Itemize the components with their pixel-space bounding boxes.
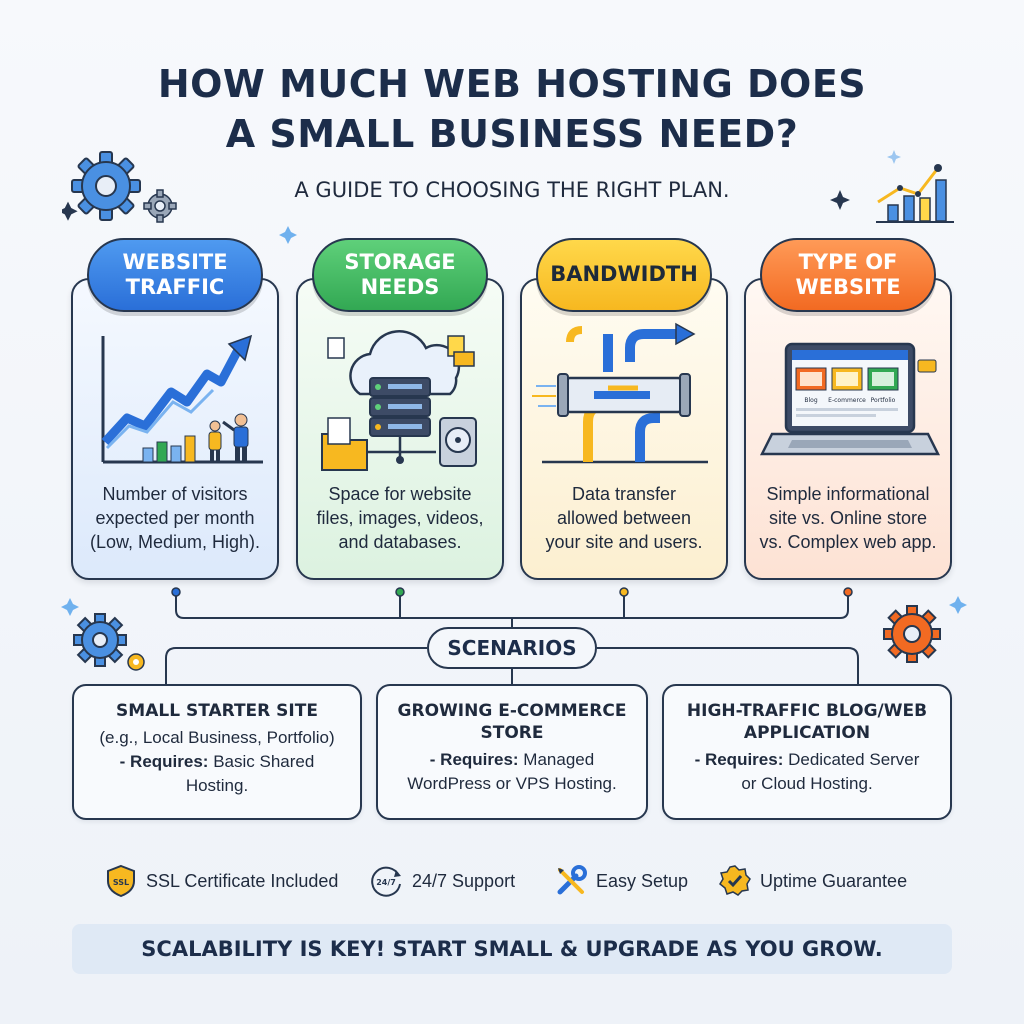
feature-ssl: SSL SSL Certificate Included: [104, 864, 338, 898]
mockup-tab-portfolio: Portfolio: [871, 397, 896, 404]
feature-uptime-label: Uptime Guarantee: [760, 870, 908, 891]
traffic-growth-icon: [101, 334, 263, 464]
uptime-badge-icon: [719, 865, 751, 896]
gears-icon: [62, 151, 177, 223]
footer-banner: SCALABILITY IS KEY! START SMALL & UPGRAD…: [72, 924, 952, 974]
factor-card-bandwidth: [520, 278, 728, 580]
mockup-tab-blog: Blog: [804, 397, 817, 404]
ssl-shield-icon: SSL: [107, 864, 135, 898]
feature-setup: Easy Setup: [554, 864, 688, 898]
data-pipes-icon: [532, 322, 708, 464]
scenario-card-starter: SMALL STARTER SITE (e.g., Local Business…: [72, 684, 362, 820]
growth-chart-icon: [830, 150, 954, 223]
feature-support: 24/7 24/7 Support: [370, 864, 515, 898]
svg-text:24/7: 24/7: [376, 878, 396, 887]
gear-icon-right: [883, 605, 941, 663]
page-title-line2: A SMALL BUSINESS NEED?: [225, 112, 799, 156]
mockup-tab-ecommerce: E-commerce: [828, 397, 866, 404]
laptop-website-icon: Blog E-commerce Portfolio: [759, 342, 941, 456]
scenario-card-ecommerce: GROWING E-COMMERCE STORE - Requires: Man…: [376, 684, 648, 820]
feature-setup-label: Easy Setup: [596, 870, 689, 891]
connector-lines: [61, 226, 967, 684]
scenarios-label: SCENARIOS: [427, 627, 597, 669]
scenario-card-high-traffic: HIGH-TRAFFIC BLOG/WEB APPLICATION - Requ…: [662, 684, 952, 820]
page-subtitle: A GUIDE TO CHOOSING THE RIGHT PLAN.: [294, 178, 730, 202]
svg-text:SSL: SSL: [113, 878, 129, 887]
feature-uptime: Uptime Guarantee: [718, 864, 907, 898]
gear-icon-left: [73, 613, 127, 667]
support-24-7-icon: 24/7: [371, 866, 401, 897]
factor-label-bandwidth: BANDWIDTH: [536, 238, 712, 312]
feature-support-label: 24/7 Support: [412, 870, 516, 891]
cloud-server-icon: [321, 330, 477, 471]
feature-ssl-label: SSL Certificate Included: [146, 870, 339, 891]
page-title-line1: HOW MUCH WEB HOSTING DOES: [157, 62, 867, 106]
tools-icon: [557, 865, 587, 895]
